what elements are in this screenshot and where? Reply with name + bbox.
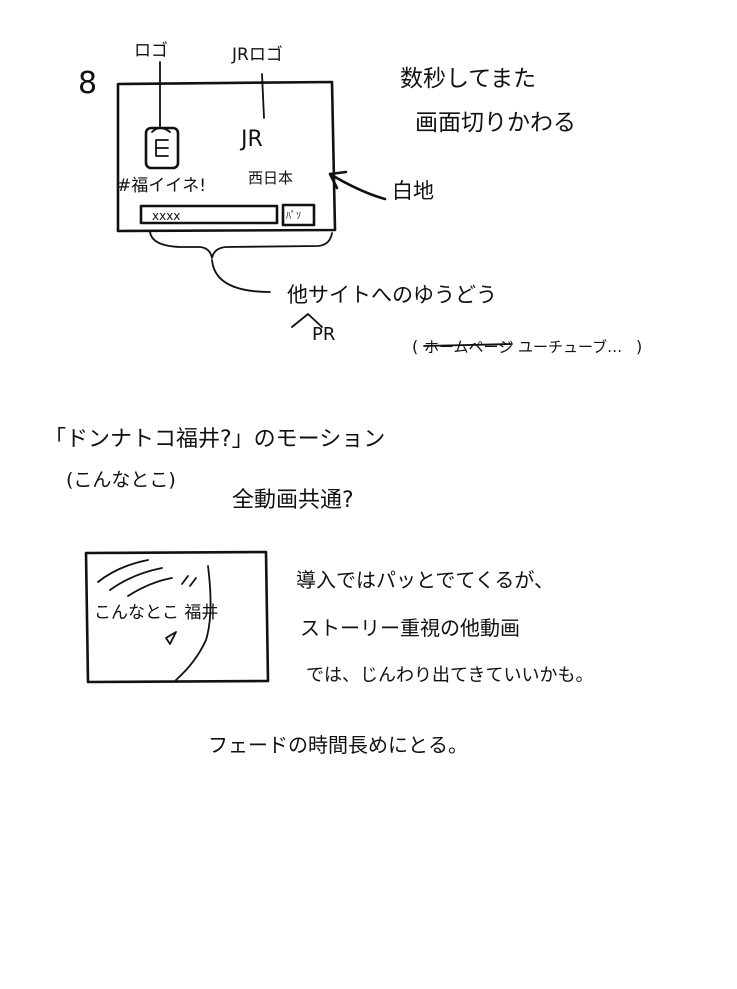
note-white-bg: 白地 (392, 179, 434, 203)
motion-note-3: では、じんわり出てきていいかも。 (306, 665, 593, 686)
strikethrough-line (423, 343, 513, 347)
fade-note: フェードの時間長めにとる。 (208, 733, 468, 757)
motion-note-2: ストーリー重視の他動画 (300, 616, 520, 640)
motion-subtitle: (こんなとこ) (66, 469, 176, 491)
search-bar (139, 204, 279, 225)
label-logo: ロゴ (134, 40, 168, 61)
note-timing-line1: 数秒してまた (400, 66, 536, 92)
jr-logo-text: JR (239, 127, 263, 152)
motion-note-1: 導入ではパッとでてくるが、 (296, 568, 554, 592)
jr-west-text: 西日本 (248, 169, 293, 187)
note-guidance: 他サイトへのゆうどう (287, 283, 497, 307)
pr-caret (291, 313, 323, 328)
search-button (281, 203, 316, 227)
hashtag-text: #福イイネ! (117, 176, 206, 196)
top-frame: JR 西日本 #福イイネ! xxxx ﾊﾟｿ (116, 61, 337, 293)
note-youtube-close: ) (636, 337, 642, 356)
frame-text: こんなとこ 福井 (94, 603, 218, 623)
note-pr: PR (312, 324, 335, 345)
search-button-text: ﾊﾟｿ (286, 210, 301, 222)
scene-number: 8 (78, 66, 97, 101)
note-youtube-rest: ユーチューブ… (518, 338, 622, 356)
white-bg-arrow (328, 170, 387, 201)
motion-title: 「ドンナトコ福井?」のモーション (44, 427, 385, 452)
mouth-stroke (165, 631, 177, 645)
face-outline (175, 565, 212, 681)
guidance-pointer-curve (211, 259, 271, 293)
frame-brace (149, 231, 333, 259)
label-jr-logo: JRロゴ (231, 44, 283, 65)
note-youtube-open: ( (412, 337, 418, 356)
bottom-frame: こんなとこ 福井 (84, 550, 270, 684)
note-youtube-struck: ホームページ (424, 338, 513, 356)
motion-question: 全動画共通? (232, 488, 354, 513)
jr-logo-pointer-line (261, 73, 265, 119)
eye-strokes (181, 575, 197, 587)
search-bar-text: xxxx (152, 209, 180, 223)
note-timing-line2: 画面切りかわる (415, 110, 576, 136)
